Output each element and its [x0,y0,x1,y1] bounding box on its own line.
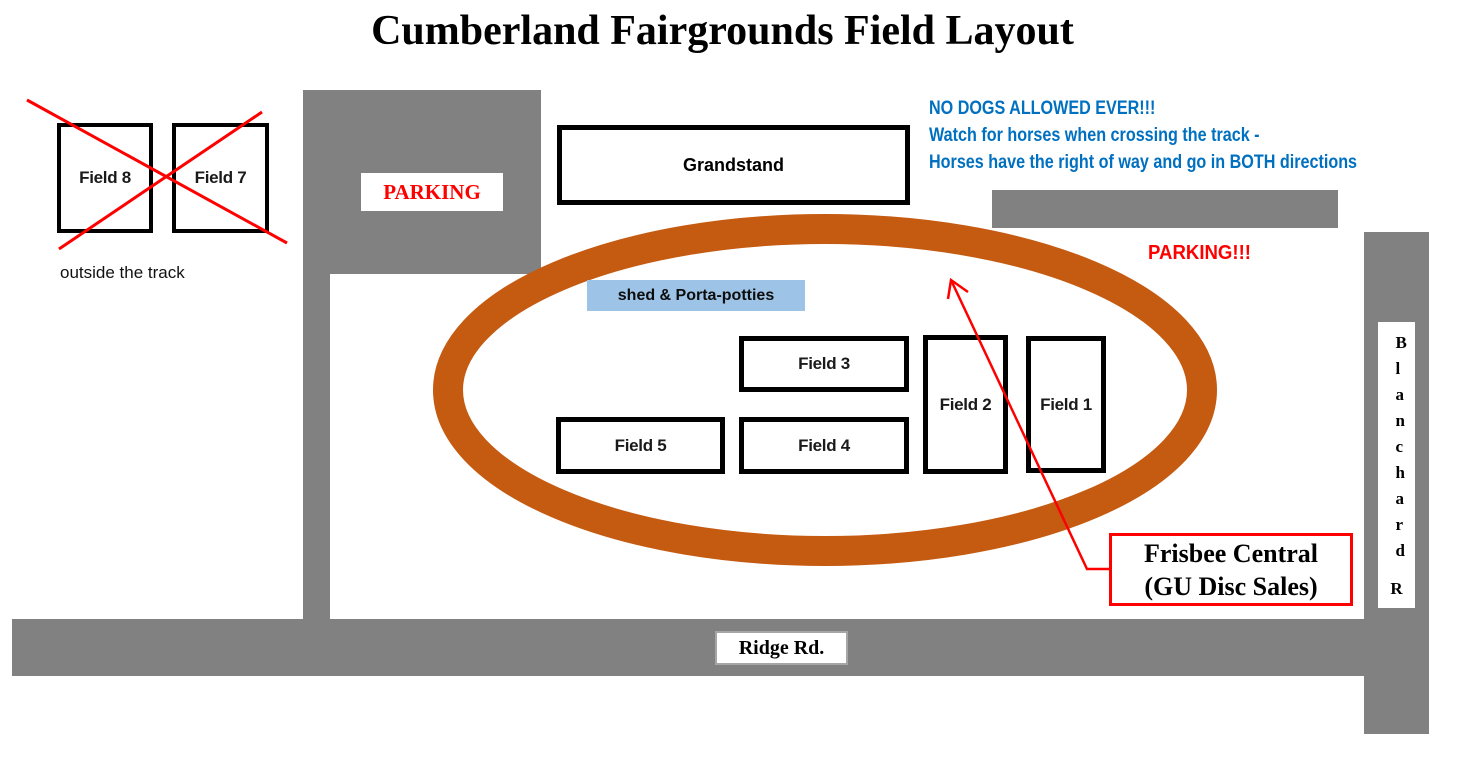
frisbee-central-box: Frisbee Central (GU Disc Sales) [1109,533,1353,606]
field-3-box: Field 3 [739,336,909,392]
parking-right-sign: PARKING!!! [1148,242,1251,264]
parking-lot-right [992,190,1338,228]
field-3-label: Field 3 [798,354,850,373]
field-8-box: Field 8 [57,123,153,233]
blanchard-road-label-tail: R [1390,579,1403,598]
ridge-road-label: Ridge Rd. [738,636,825,659]
warning-line-1: NO DOGS ALLOWED EVER!!! [929,98,1156,119]
outside-track-note: outside the track [60,263,185,282]
field-5-box: Field 5 [556,417,725,474]
grandstand-label: Grandstand [682,154,784,175]
warning-line-3: Horses have the right of way and go in B… [929,152,1358,173]
access-road-vertical [303,274,330,620]
field-8-label: Field 8 [79,168,131,187]
page-title: Cumberland Fairgrounds Field Layout [371,8,1074,54]
parking-left-sign: PARKING [361,173,503,211]
field-2-label: Field 2 [939,394,992,414]
ridge-road-sign: Ridge Rd. [715,631,848,665]
field-2-box: Field 2 [923,335,1008,474]
ridge-road [12,619,1364,676]
frisbee-central-line1: Frisbee Central [1143,538,1318,568]
warning-line-2: Watch for horses when crossing the track… [929,125,1260,146]
warning-text-block: NO DOGS ALLOWED EVER!!! Watch for horses… [929,95,1357,176]
field-4-box: Field 4 [739,417,909,474]
frisbee-central-line2: (GU Disc Sales) [1144,571,1318,601]
field-5-label: Field 5 [614,435,667,455]
field-7-box: Field 7 [172,123,269,233]
field-7-label: Field 7 [194,168,247,187]
parking-left-label: PARKING [383,179,481,204]
blanchard-road-sign: Blanchard R [1378,322,1415,608]
field-1-box: Field 1 [1026,336,1106,473]
shed-porta-potties-box: shed & Porta-potties [587,280,805,311]
frisbee-arrow-head [946,277,969,300]
shed-label: shed & Porta-potties [617,286,775,304]
field-1-label: Field 1 [1040,394,1092,414]
grandstand-box: Grandstand [557,125,910,205]
blanchard-road-label: Blanchard [1395,333,1407,560]
field-4-label: Field 4 [798,435,850,455]
